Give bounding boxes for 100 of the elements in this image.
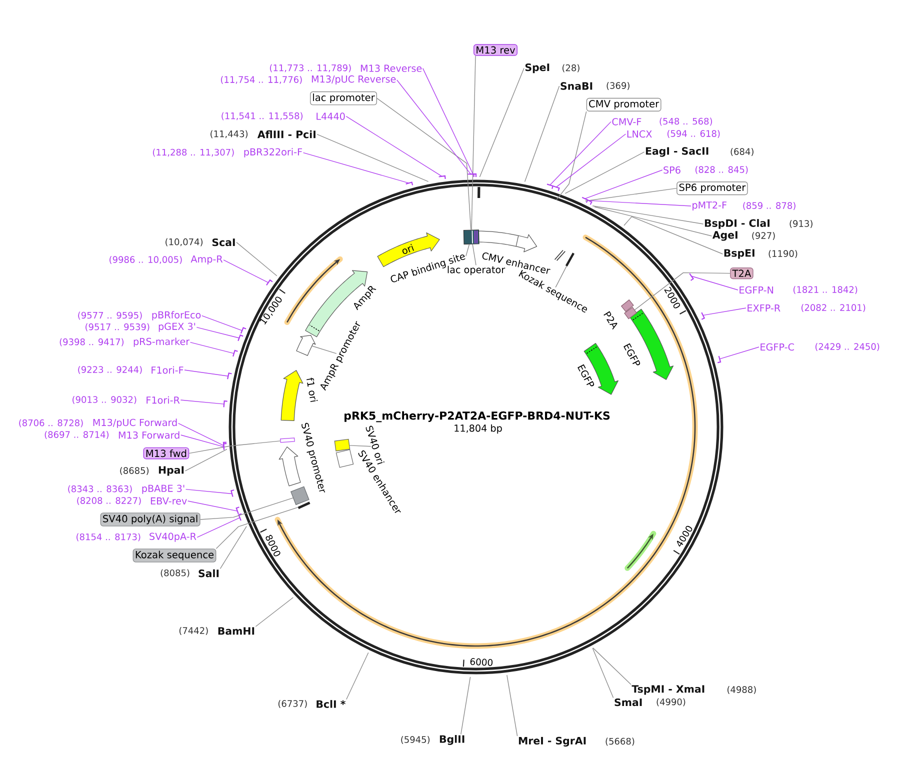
position-label: (4988)	[727, 686, 756, 694]
primer-label: EGFP-N	[740, 286, 774, 294]
position-label: (10,074)	[166, 238, 203, 246]
feature-segment	[296, 334, 316, 356]
position-label: (8154 .. 8173)	[76, 533, 140, 542]
position-label: (1821 .. 1842)	[793, 286, 858, 294]
position-label: (28)	[562, 64, 580, 72]
position-label: (7442)	[179, 626, 208, 635]
plasmid-length: 11,804 bp	[454, 424, 502, 434]
position-label: (2082 .. 2101)	[801, 304, 866, 312]
enzyme-label: MreI - SgrAI	[518, 736, 586, 747]
leader-line	[188, 440, 281, 454]
primer-label: pMT2-F	[692, 201, 726, 211]
enzyme-label: BclI *	[316, 700, 346, 708]
feature-bar	[280, 438, 295, 443]
feature-tag: T2A	[730, 268, 754, 280]
leader-line	[564, 152, 645, 194]
feature-tag: M13 fwd	[143, 447, 190, 460]
feature-label: lac operator	[448, 266, 506, 276]
primer-label: M13/pUC Forward	[93, 418, 177, 428]
position-label: (8343 .. 8363)	[68, 485, 132, 494]
feature-bar	[463, 230, 480, 245]
enzyme-label: AflIII - PciI	[257, 130, 316, 138]
enzyme-label: BglII	[440, 735, 464, 745]
leader-line	[594, 206, 712, 236]
primer-label: EGFP-C	[760, 343, 794, 351]
enzyme-label: BamHI	[218, 627, 254, 635]
leader-line	[460, 676, 471, 735]
position-label: (9223 .. 9244)	[78, 366, 142, 374]
plasmid-name: pRK5_mCherry-P2AT2A-EGFP-BRD4-NUT-KS	[344, 411, 610, 422]
position-label: (11,541 .. 11,558)	[222, 112, 303, 120]
feature-box	[334, 438, 350, 452]
position-label: (6737)	[278, 700, 307, 708]
position-label: (11,773 .. 11,789)	[270, 64, 351, 72]
primer-label: pBRforEco	[152, 311, 201, 320]
leader-line	[255, 597, 294, 627]
leader-line	[220, 526, 247, 569]
enzyme-label: HpaI	[158, 466, 184, 476]
leader-line	[556, 111, 587, 200]
position-label: (8685)	[120, 466, 149, 475]
leader-line	[466, 244, 470, 257]
feature-label: ori	[402, 244, 414, 254]
enzyme-label: EagI - SacII	[646, 147, 708, 157]
position-label: (369)	[606, 82, 630, 90]
primer-label: pBABE 3'	[142, 484, 184, 494]
leader-line	[555, 266, 567, 288]
position-label: (594 .. 618)	[667, 130, 720, 138]
leader-line	[634, 272, 730, 310]
position-label: (11,288 .. 11,307)	[152, 148, 234, 157]
feature-tag: Kozak sequence	[132, 548, 216, 562]
enzyme-label: SnaBI	[560, 82, 592, 90]
position-label: (2429 .. 2450)	[815, 342, 880, 351]
leader-line	[316, 134, 429, 182]
leader-line	[312, 346, 337, 354]
leader-line	[216, 506, 298, 549]
position-label: (927)	[752, 232, 775, 240]
position-label: (8208 .. 8227)	[77, 496, 141, 505]
enzyme-label: SpeI	[525, 63, 550, 74]
enzyme-label: BspEI	[724, 249, 754, 259]
position-label: (5945)	[401, 736, 430, 744]
leader-line	[376, 98, 472, 230]
primer-label: F1ori-F	[152, 366, 184, 374]
primer-label: EXFP-R	[748, 304, 780, 312]
primer-label: pRS-marker	[134, 338, 190, 347]
position-label: (9398 .. 9417)	[60, 338, 124, 346]
position-label: (8085)	[160, 569, 190, 578]
scale-number: 8000	[266, 534, 280, 556]
position-label: (1190)	[768, 250, 798, 258]
feature-bar	[565, 252, 574, 266]
primer-label: L4440	[316, 112, 345, 120]
feature-label: f1 ori	[306, 378, 318, 402]
primer-label: SP6	[664, 166, 680, 174]
primer-label: M13 Forward	[118, 431, 180, 439]
feature-bar	[298, 502, 310, 510]
leader-line	[524, 86, 560, 182]
leader-line	[584, 188, 677, 202]
position-label: (9517 .. 9539)	[86, 323, 150, 332]
position-label: (11,754 .. 11,776)	[220, 76, 302, 84]
scale-number: 6000	[470, 658, 493, 666]
position-label: (8697 .. 8714)	[44, 430, 109, 439]
primer-label: pGEX 3'	[158, 322, 196, 332]
primer-label: CMV-F	[612, 118, 642, 126]
position-label: (9013 .. 9032)	[72, 396, 136, 404]
primer-label: SV40pA-R	[150, 532, 196, 542]
feature-box	[620, 299, 634, 312]
leader-line	[471, 56, 476, 230]
enzyme-label: SalI	[198, 569, 219, 578]
primer-label: M13/pUC Reverse	[312, 75, 396, 85]
primer-label: Amp-R	[190, 256, 223, 264]
leader-line	[184, 448, 228, 472]
enzyme-label: AgeI	[712, 231, 738, 241]
enzyme-label: BspDI - ClaI	[704, 219, 770, 229]
position-label: (5668)	[606, 738, 634, 746]
position-label: (684)	[730, 148, 754, 156]
leader-line	[592, 648, 614, 698]
leader-line	[479, 68, 524, 178]
enzyme-label: SmaI	[614, 698, 642, 706]
leader-line	[592, 206, 704, 224]
leader-line	[624, 216, 724, 254]
feature-tag: SP6 promoter	[676, 182, 748, 196]
